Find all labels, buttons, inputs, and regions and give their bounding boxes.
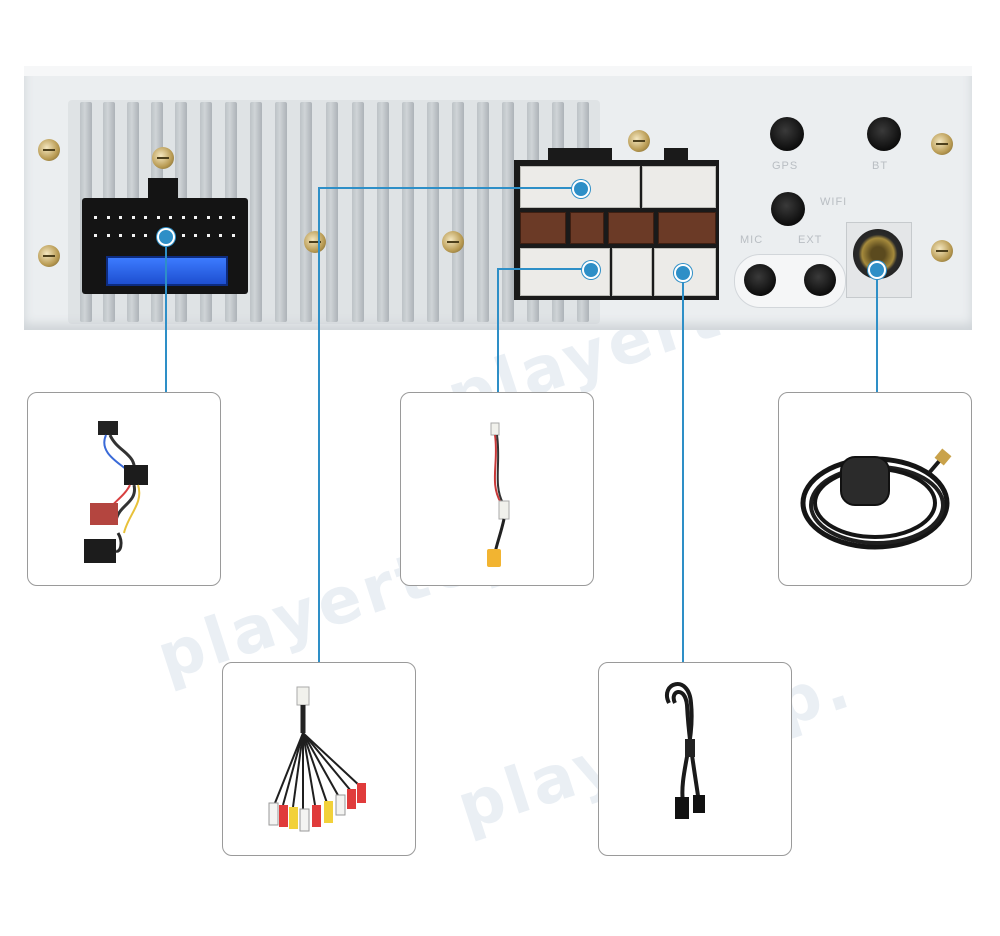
heat-sink-fin [275,102,287,322]
connection-point-iso [157,228,175,246]
connector-pin [106,216,110,219]
gps-port-icon [770,117,804,151]
connector-small [612,248,652,296]
heat-sink-fin [326,102,338,322]
accessory-card-rca-cable [222,662,416,856]
mount-screw-icon [152,147,174,169]
wifi-port-icon [771,192,805,226]
connector-pin [131,234,135,237]
connector-pin [219,234,222,237]
rca-output-cable-icon [268,686,366,832]
reverse-camera-cable-icon [487,422,510,567]
connector-brown-1 [520,212,566,244]
connector-pin [194,234,197,237]
connection-point-usb [674,264,692,282]
ext-port-label: EXT [798,234,823,246]
mic-jack-icon [744,264,776,296]
connector-line-usb [682,271,684,663]
mount-screw-icon [38,245,60,267]
connector-pin [194,216,197,219]
heat-sink-fin [452,102,464,322]
connector-pin [181,234,185,237]
mount-screw-icon [628,130,650,152]
mic-port-label: MIC [740,234,764,246]
heat-sink-fin [477,102,489,322]
connector-line-camera [497,268,590,270]
connector-brown-4 [658,212,716,244]
connector-pin [219,216,222,219]
radio-antenna-socket [846,222,912,298]
connector-brown-3 [608,212,654,244]
heat-sink-fin [250,102,262,322]
connector-pin [144,216,147,219]
connector-pin [206,234,210,237]
connector-pin [94,234,97,237]
mount-screw-icon [38,139,60,161]
wifi-port-label: WIFI [820,196,848,208]
heat-sink-fin [502,102,514,322]
connector-line-iso [165,236,167,392]
chassis-top-edge [24,66,972,76]
connector-brown-2 [570,212,604,244]
gps-antenna-icon [800,448,952,550]
ext-jack-icon [804,264,836,296]
connector-line-rca [318,187,320,663]
heat-sink-fin [300,102,312,322]
connector-pin [94,216,97,219]
connector-pin [231,234,235,237]
connector-pin [169,216,172,219]
connector-line-camera [497,268,499,392]
accessory-card-reverse-camera-cable [400,392,594,586]
connector-line-gps [876,268,878,392]
heat-sink-fin [352,102,364,322]
blue-fuse-icon [106,256,228,286]
connection-point-rca [572,180,590,198]
connection-point-gps [868,261,886,279]
gps-port-label: GPS [772,160,799,172]
connector-pin [231,216,235,219]
connection-point-camera [582,261,600,279]
heat-sink-fin [402,102,414,322]
mount-screw-icon [931,133,953,155]
connector-pin [206,216,210,219]
connector-pin [119,216,122,219]
mount-screw-icon [304,231,326,253]
connector-pin [119,234,122,237]
mount-screw-icon [442,231,464,253]
connector-can-bus [642,166,716,208]
mount-screw-icon [931,240,953,262]
connector-pin [144,234,147,237]
bt-port-label: BT [872,160,889,172]
accessory-card-iso-harness [27,392,221,586]
connector-pin [181,216,185,219]
connector-pin [131,216,135,219]
connector-pin [156,216,160,219]
iso-wiring-harness-icon [84,421,148,563]
connector-line-rca [318,187,581,189]
usb-cable-icon [665,682,705,819]
heat-sink-fin [427,102,439,322]
accessory-card-gps-antenna [778,392,972,586]
bt-port-icon [867,117,901,151]
accessory-card-usb-cable [598,662,792,856]
heat-sink-fin [377,102,389,322]
connector-pin [106,234,110,237]
